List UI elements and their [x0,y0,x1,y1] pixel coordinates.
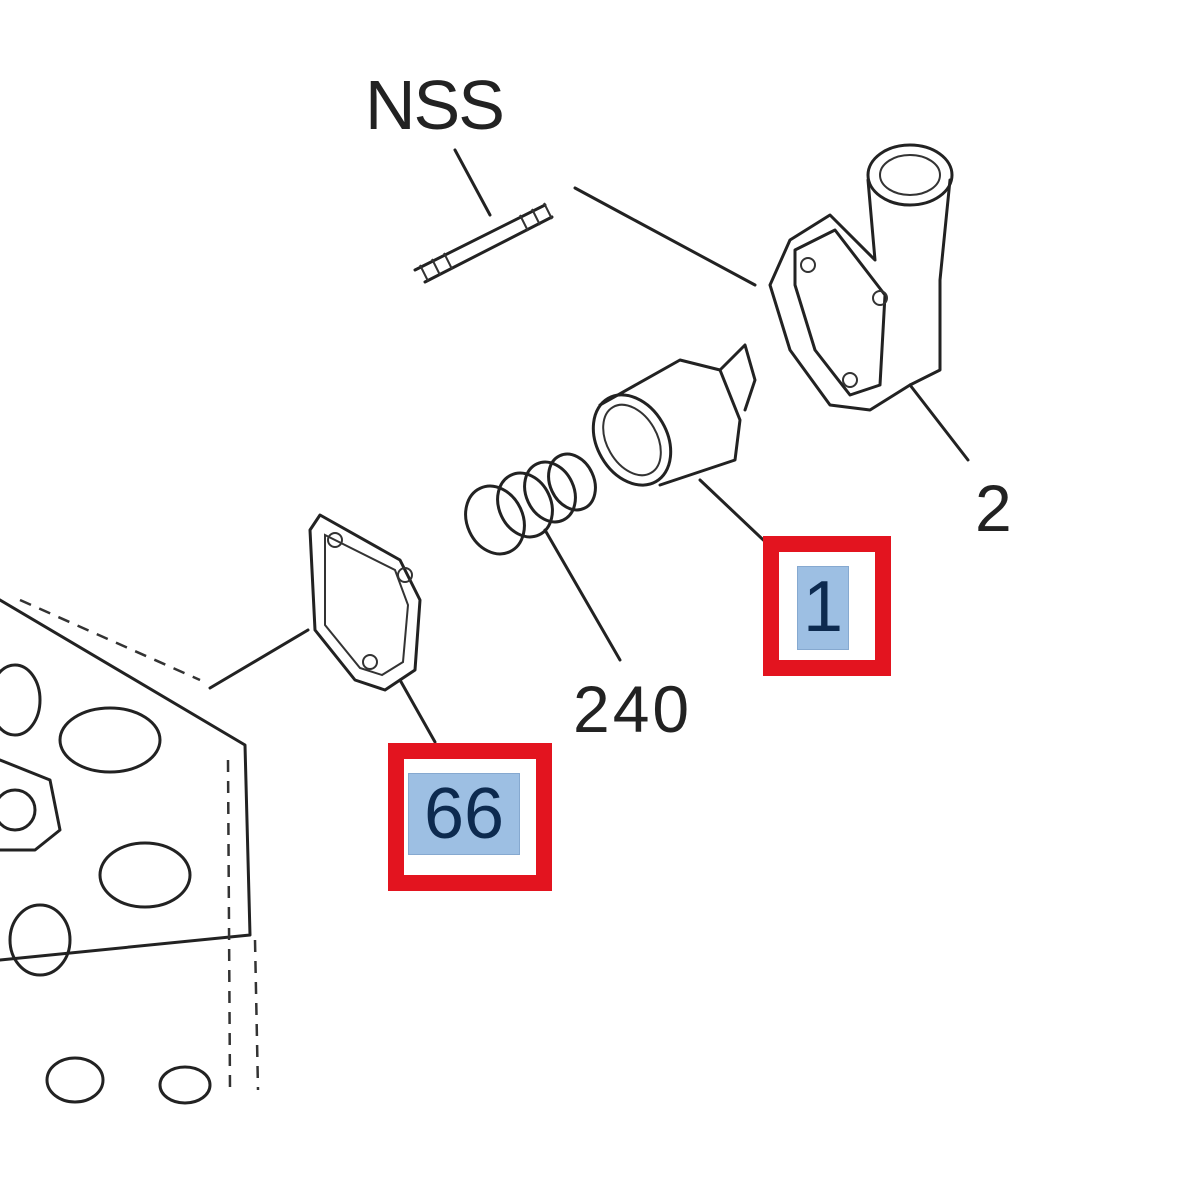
label-part-240: 240 [573,672,693,746]
callout-part-1: 1 [763,536,891,676]
cylinder-head [0,598,260,1105]
label-nss: NSS [365,66,505,144]
label-part-2: 2 [975,471,1012,545]
gasket [208,513,437,744]
highlighted-label-part-66: 66 [408,773,520,855]
callout-part-66: 66 [388,743,552,891]
spring [464,452,622,662]
highlighted-label-part-1: 1 [797,566,849,650]
stud-bolt [413,148,757,287]
thermostat [591,343,797,572]
water-outlet-housing [768,143,970,462]
